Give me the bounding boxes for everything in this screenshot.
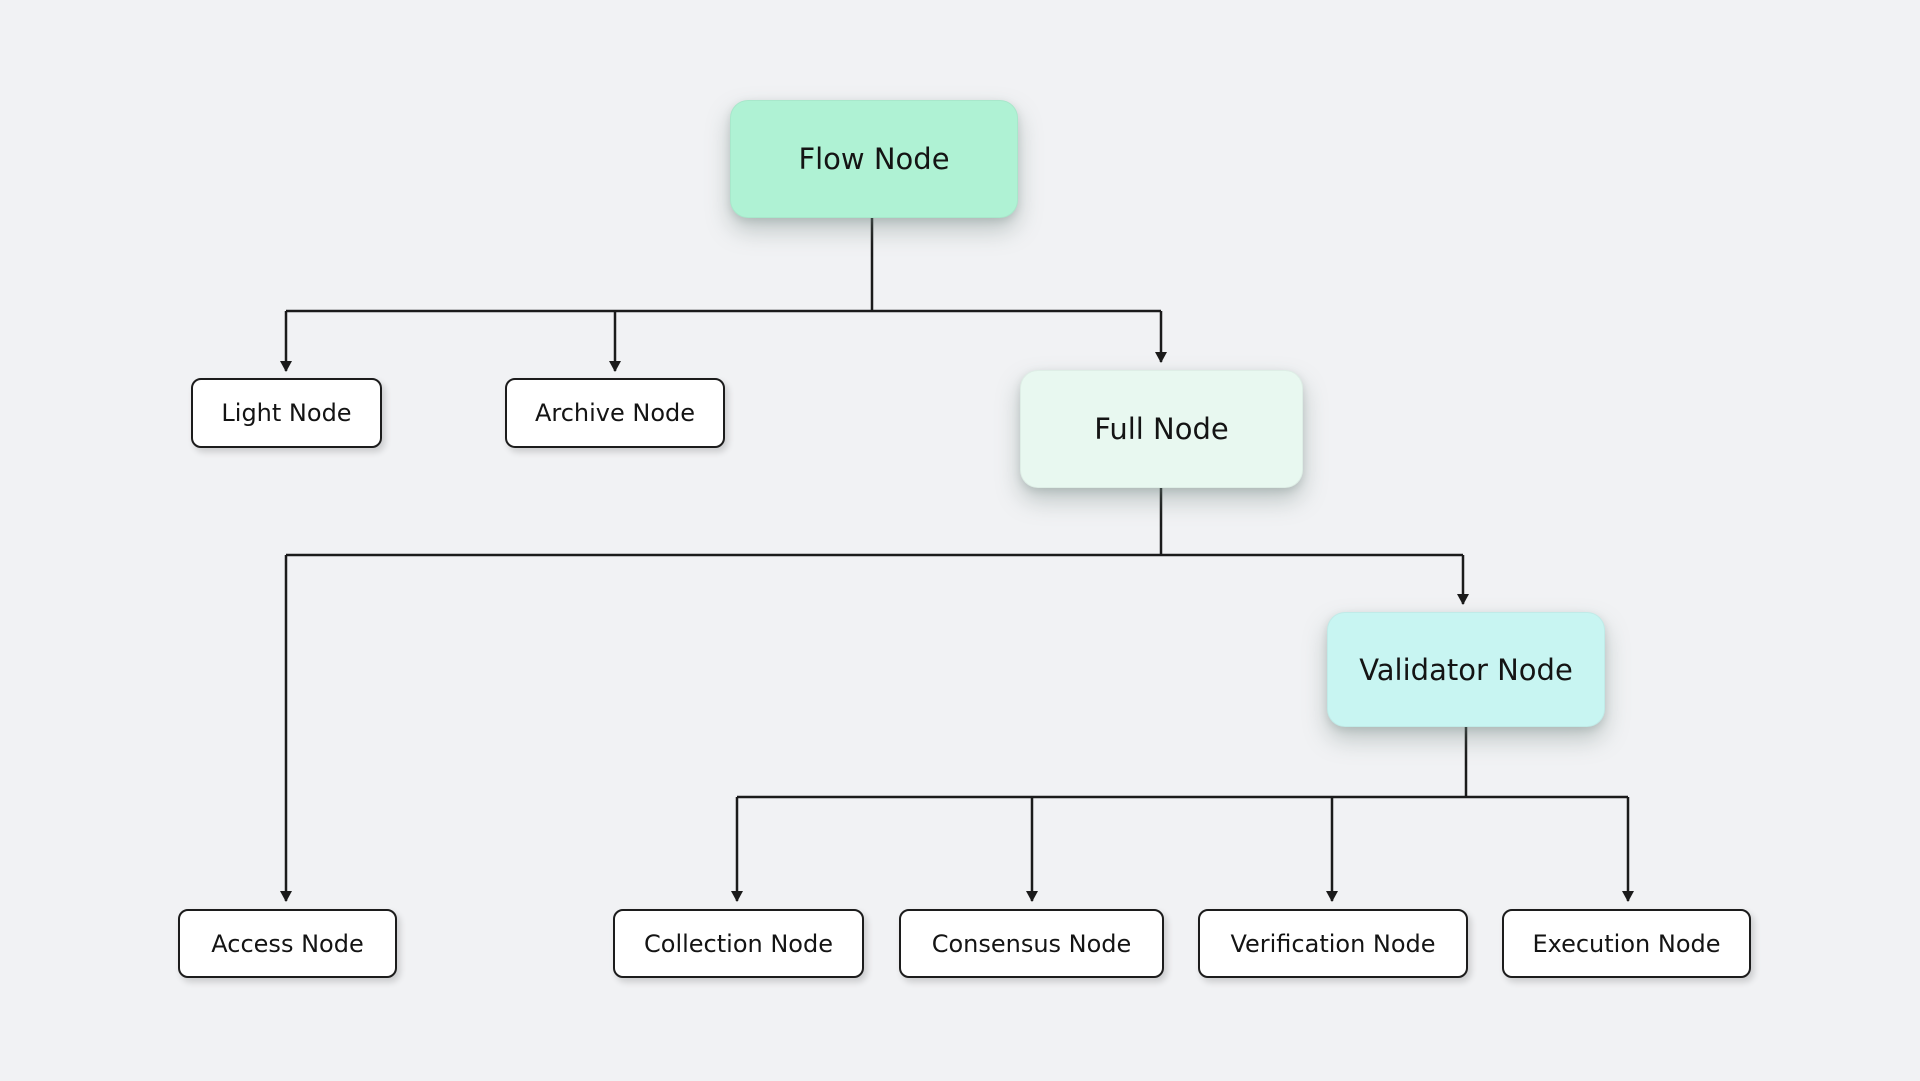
node-flow-label: Flow Node [798,142,950,176]
node-light: Light Node [191,378,382,448]
node-full-label: Full Node [1094,412,1229,446]
node-light-label: Light Node [221,399,352,427]
node-full: Full Node [1020,370,1303,488]
node-validator-label: Validator Node [1359,652,1573,687]
edge-group-flow-children [280,218,1167,372]
edge-group-full-children [280,488,1469,902]
node-validator: Validator Node [1327,612,1605,727]
node-execution-label: Execution Node [1532,929,1721,958]
node-collection-label: Collection Node [644,929,833,958]
node-verification-label: Verification Node [1230,929,1436,958]
node-verification: Verification Node [1198,909,1468,978]
node-flow: Flow Node [730,100,1018,218]
node-archive-label: Archive Node [534,399,696,427]
node-execution: Execution Node [1502,909,1751,978]
node-consensus: Consensus Node [899,909,1164,978]
edge-group-validator-children [731,727,1634,902]
node-consensus-label: Consensus Node [931,929,1132,958]
node-archive: Archive Node [505,378,725,448]
node-collection: Collection Node [613,909,864,978]
node-access: Access Node [178,909,397,978]
node-access-label: Access Node [211,929,364,958]
